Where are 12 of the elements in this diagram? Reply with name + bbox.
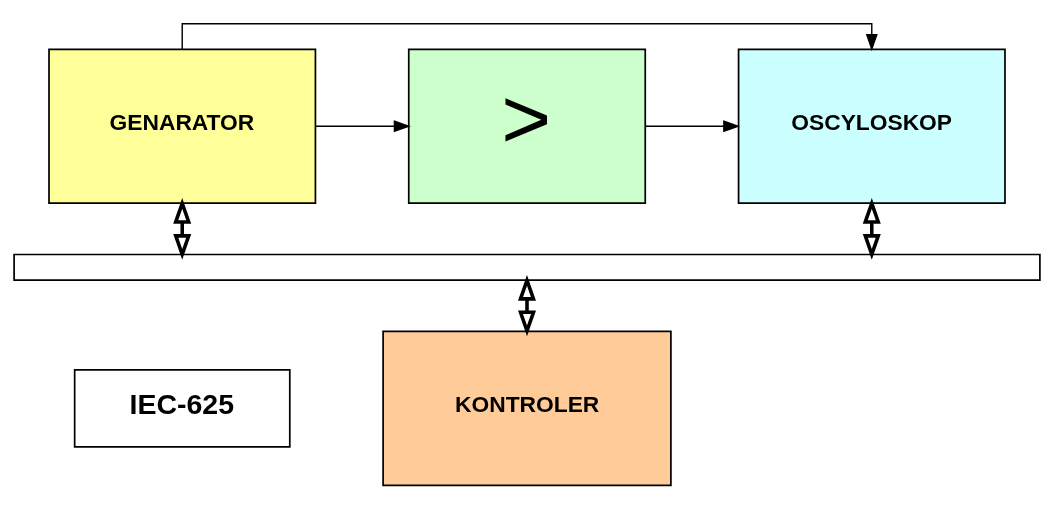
node-box: > [407, 48, 647, 205]
node-box: OSCYLOSKOP [737, 48, 1006, 205]
node-box: IEC-625 [73, 369, 291, 448]
node-box: GENARATOR [48, 48, 317, 205]
arrow [314, 120, 411, 133]
arrow [644, 120, 741, 133]
arrow [518, 274, 536, 337]
arrow [173, 198, 192, 260]
arrow [181, 23, 878, 52]
node-bar [13, 253, 1041, 281]
arrow [862, 198, 881, 260]
node-box: KONTROLER [382, 330, 672, 487]
